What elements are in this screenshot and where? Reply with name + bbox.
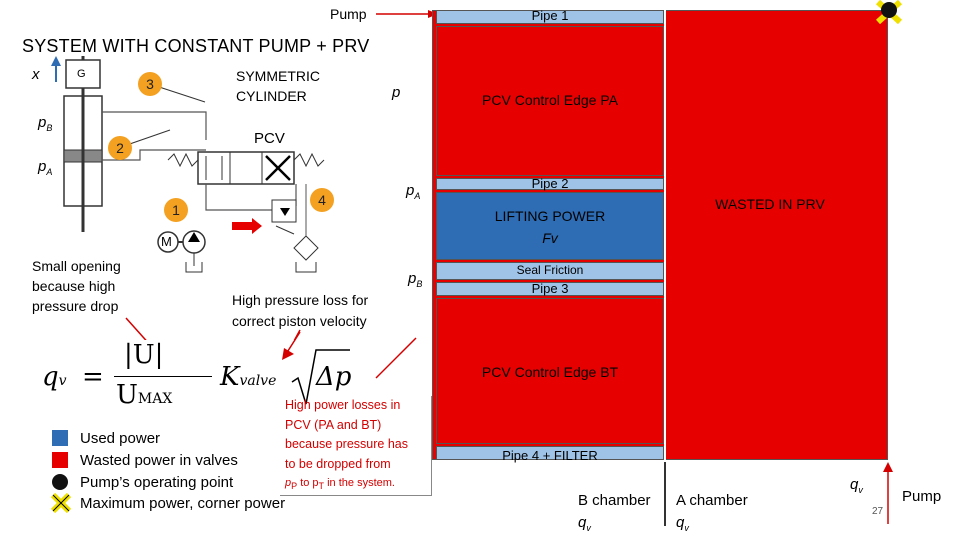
valve-formula: qv = |U| UMAX Kvalve Δp [42, 340, 351, 414]
pump-right-label: Pump [902, 488, 942, 505]
symmetric-cylinder-label: SYMMETRIC CYLINDER [236, 68, 320, 104]
pa-left-label: pA [38, 158, 53, 177]
pipe1-bar [436, 10, 664, 24]
formula-k: Kvalve [220, 362, 277, 392]
legend-used-label: Used power [80, 430, 161, 447]
load-g-label: G [77, 68, 86, 80]
lifting-power-bar [436, 192, 664, 260]
fraction-bar [114, 376, 212, 377]
pipe4-bar [436, 446, 664, 460]
pipe4-label: Pipe 4 + FILTER [502, 448, 598, 463]
formula-eq: = [82, 362, 104, 392]
a-chamber-qv: qv [676, 514, 689, 533]
pa-mid-label: pA [406, 182, 421, 201]
pipe3-bar [436, 282, 664, 296]
wasted-prv-label: WASTED IN PRV [715, 196, 825, 212]
sqrt-sign [291, 349, 350, 405]
fv-label: Fv [542, 230, 558, 246]
page-title: SYSTEM WITH CONSTANT PUMP + PRV [22, 36, 370, 56]
legend-corner-label: Maximum power, corner power [80, 495, 286, 512]
page-number: 27 [872, 506, 884, 517]
seal-friction-bar [436, 262, 664, 280]
marker-2: 2 [108, 136, 132, 160]
operating-point-marker [875, 0, 903, 24]
pipe3-label: Pipe 3 [531, 281, 569, 296]
chamber-divider [664, 10, 666, 460]
formula-lhs: qv [42, 362, 67, 392]
b-chamber-qv: qv [578, 514, 591, 533]
pipe2-label: Pipe 2 [531, 176, 569, 191]
motor-label: M [161, 234, 172, 249]
pump-arrow [883, 462, 893, 524]
marker-3: 3 [138, 72, 162, 96]
pump-label-top: Pump [330, 6, 367, 22]
seal-friction-label: Seal Friction [516, 263, 584, 277]
x-label: x [32, 66, 40, 83]
hydraulic-schematic [51, 10, 438, 340]
pcv-bt-label: PCV Control Edge BT [481, 364, 619, 380]
a-chamber-label: A chamber [676, 492, 748, 509]
pb-left-label: pB [38, 114, 53, 133]
power-loss-callout: High power losses in PCV (PA and BT) bec… [280, 396, 432, 496]
lifting-power-label: LIFTING POWER [494, 208, 606, 224]
pcv-pa-label: PCV Control Edge PA [482, 92, 618, 108]
formula-denominator: UMAX [116, 380, 173, 410]
qv-axis-label: qv [850, 476, 863, 495]
p-axis-label: p [392, 84, 401, 101]
small-opening-note: Small opening because high pressure drop [32, 258, 121, 314]
b-chamber-label: B chamber [578, 492, 651, 509]
pcv-bt-bar [436, 298, 664, 444]
legend-used-swatch [52, 430, 68, 446]
pipe1-label: Pipe 1 [531, 8, 569, 23]
formula-root: Δp [316, 362, 352, 392]
pb-mid-label: pB [408, 270, 423, 289]
pcv-pa-bar [436, 26, 664, 176]
pointer-arrows [282, 331, 417, 379]
legend-wasted-swatch [52, 452, 68, 468]
axis-divider [664, 462, 666, 526]
legend-operating-point-icon [52, 474, 68, 490]
legend-corner-power-icon [50, 492, 72, 514]
marker-4: 4 [310, 188, 334, 212]
high-pressure-loss-note: High pressure loss for correct piston ve… [232, 292, 369, 329]
marker-1: 1 [164, 198, 188, 222]
pipe2-bar [436, 178, 664, 190]
formula-numerator: |U| [124, 340, 164, 370]
pcv-label: PCV [254, 130, 285, 147]
legend-operating-label: Pump’s operating point [80, 474, 234, 491]
legend-wasted-label: Wasted power in valves [80, 452, 238, 469]
